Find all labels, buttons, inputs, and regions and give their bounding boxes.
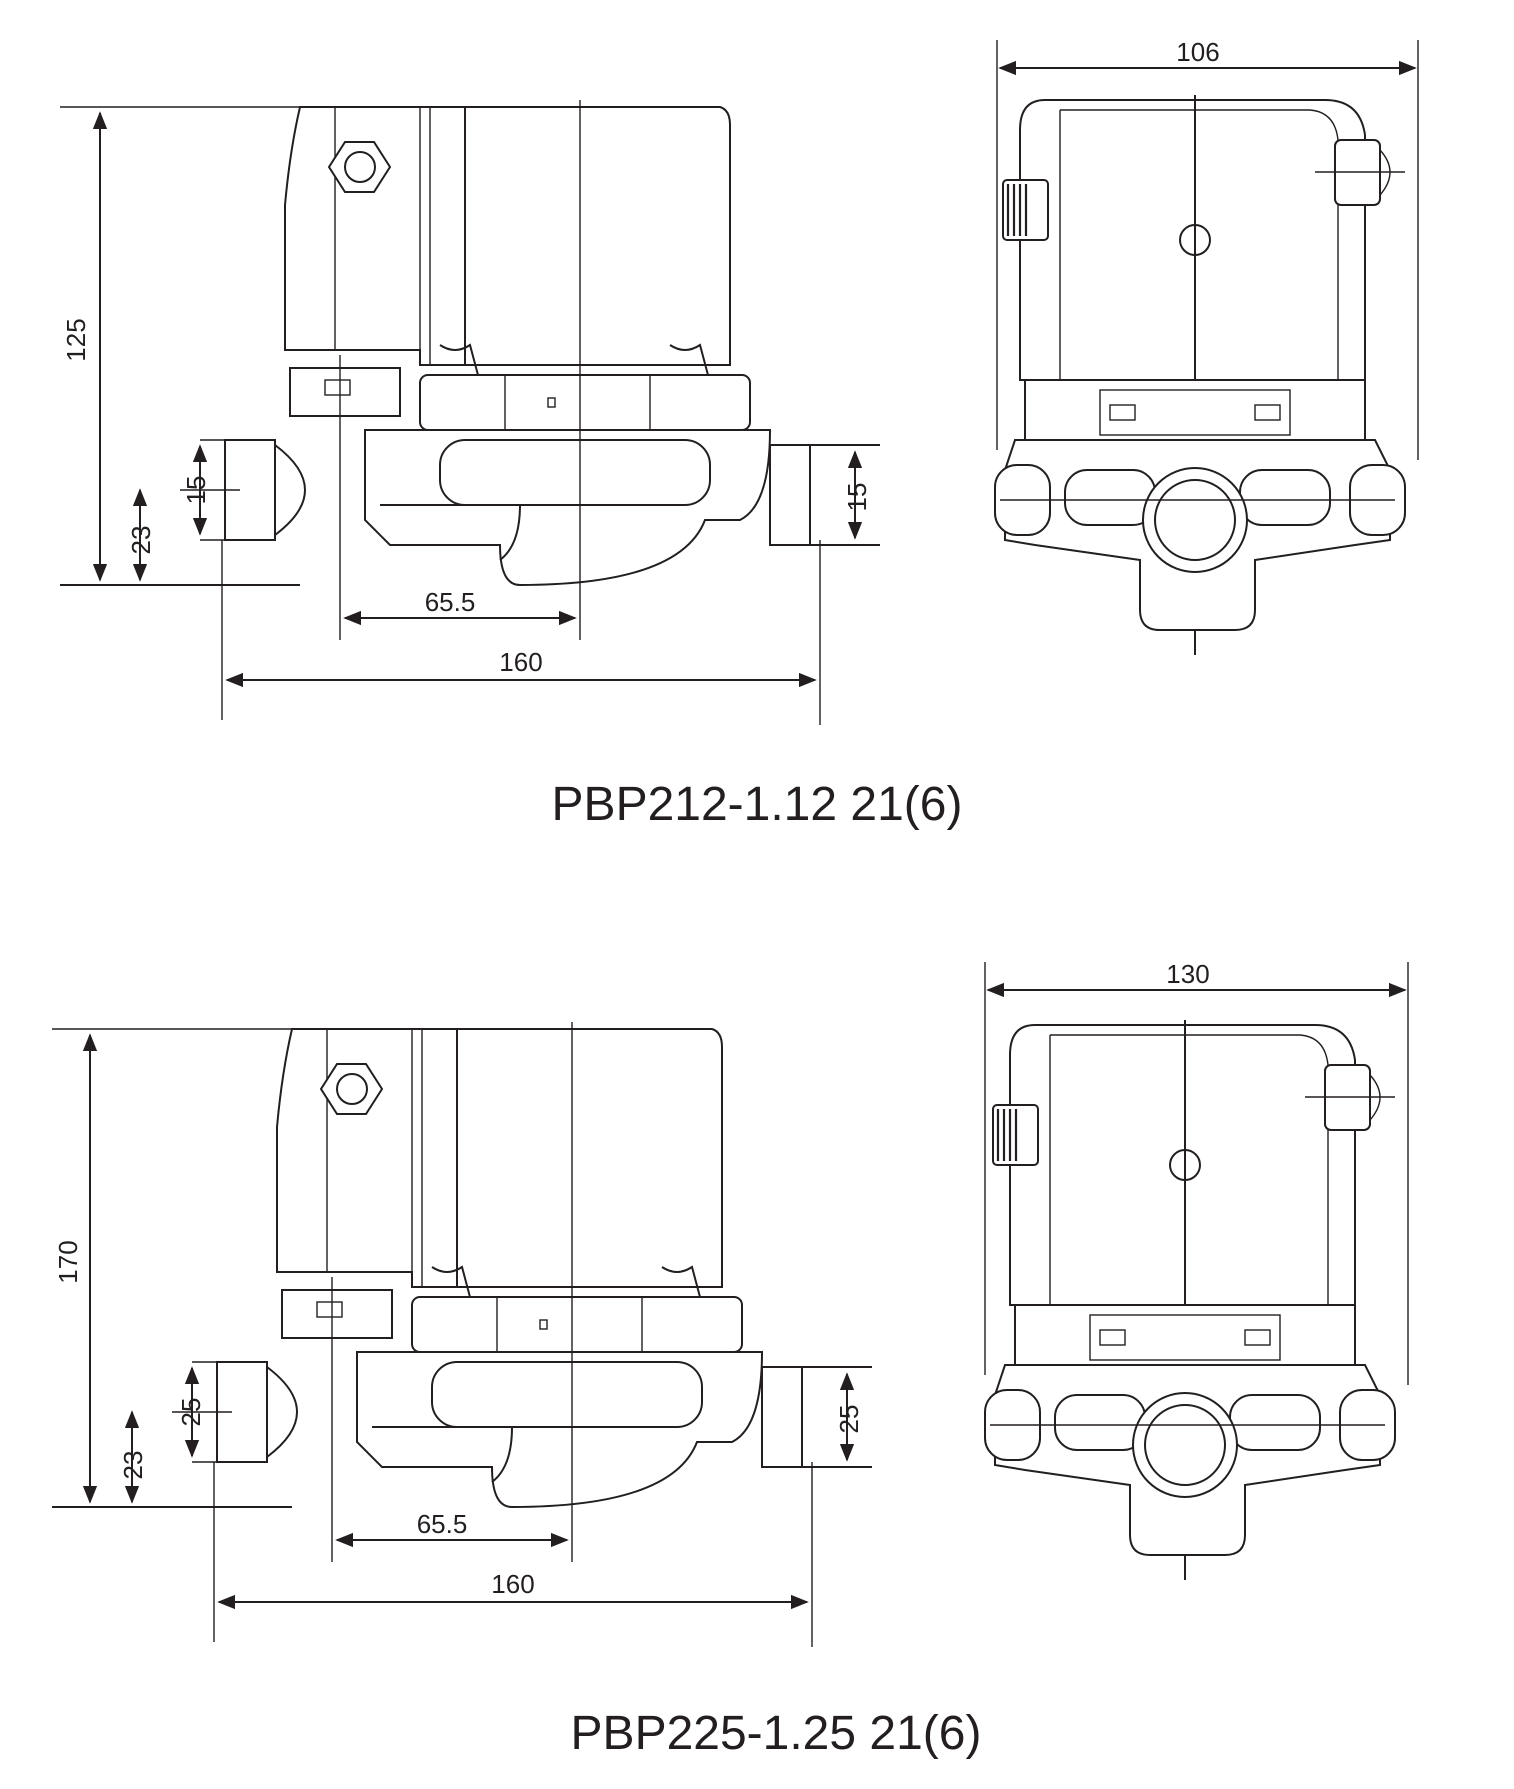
inlet-dimension: 25 — [176, 1398, 206, 1427]
drawing-2: 170 25 23 25 65.5 160 130 PBP225-1.25 21… — [51, 959, 1409, 1760]
side-view-1: 125 15 23 15 65.5 160 — [59, 99, 881, 726]
length-dimension: 160 — [491, 1569, 534, 1599]
width-dimension: 130 — [1166, 959, 1209, 989]
axis-height-dimension: 23 — [118, 1451, 148, 1480]
inlet-dimension: 15 — [181, 476, 211, 505]
model-caption: PBP225-1.25 21(6) — [571, 1707, 982, 1760]
side-view-2: 170 25 23 25 65.5 160 — [51, 1021, 873, 1648]
width-dimension: 106 — [1176, 37, 1219, 67]
offset-dimension: 65.5 — [425, 587, 476, 617]
model-caption: PBP212-1.12 21(6) — [552, 778, 963, 831]
height-dimension: 125 — [61, 318, 91, 361]
front-view-2: 130 — [983, 959, 1409, 1582]
height-dimension: 170 — [53, 1240, 83, 1283]
drawing-1: 125 15 23 15 65.5 160 106 PBP212-1.12 21… — [59, 37, 1419, 831]
offset-dimension: 65.5 — [417, 1509, 468, 1539]
front-view-1: 106 — [993, 37, 1419, 657]
length-dimension: 160 — [499, 647, 542, 677]
outlet-dimension: 15 — [842, 483, 872, 512]
outlet-dimension: 25 — [834, 1405, 864, 1434]
axis-height-dimension: 23 — [126, 526, 156, 555]
